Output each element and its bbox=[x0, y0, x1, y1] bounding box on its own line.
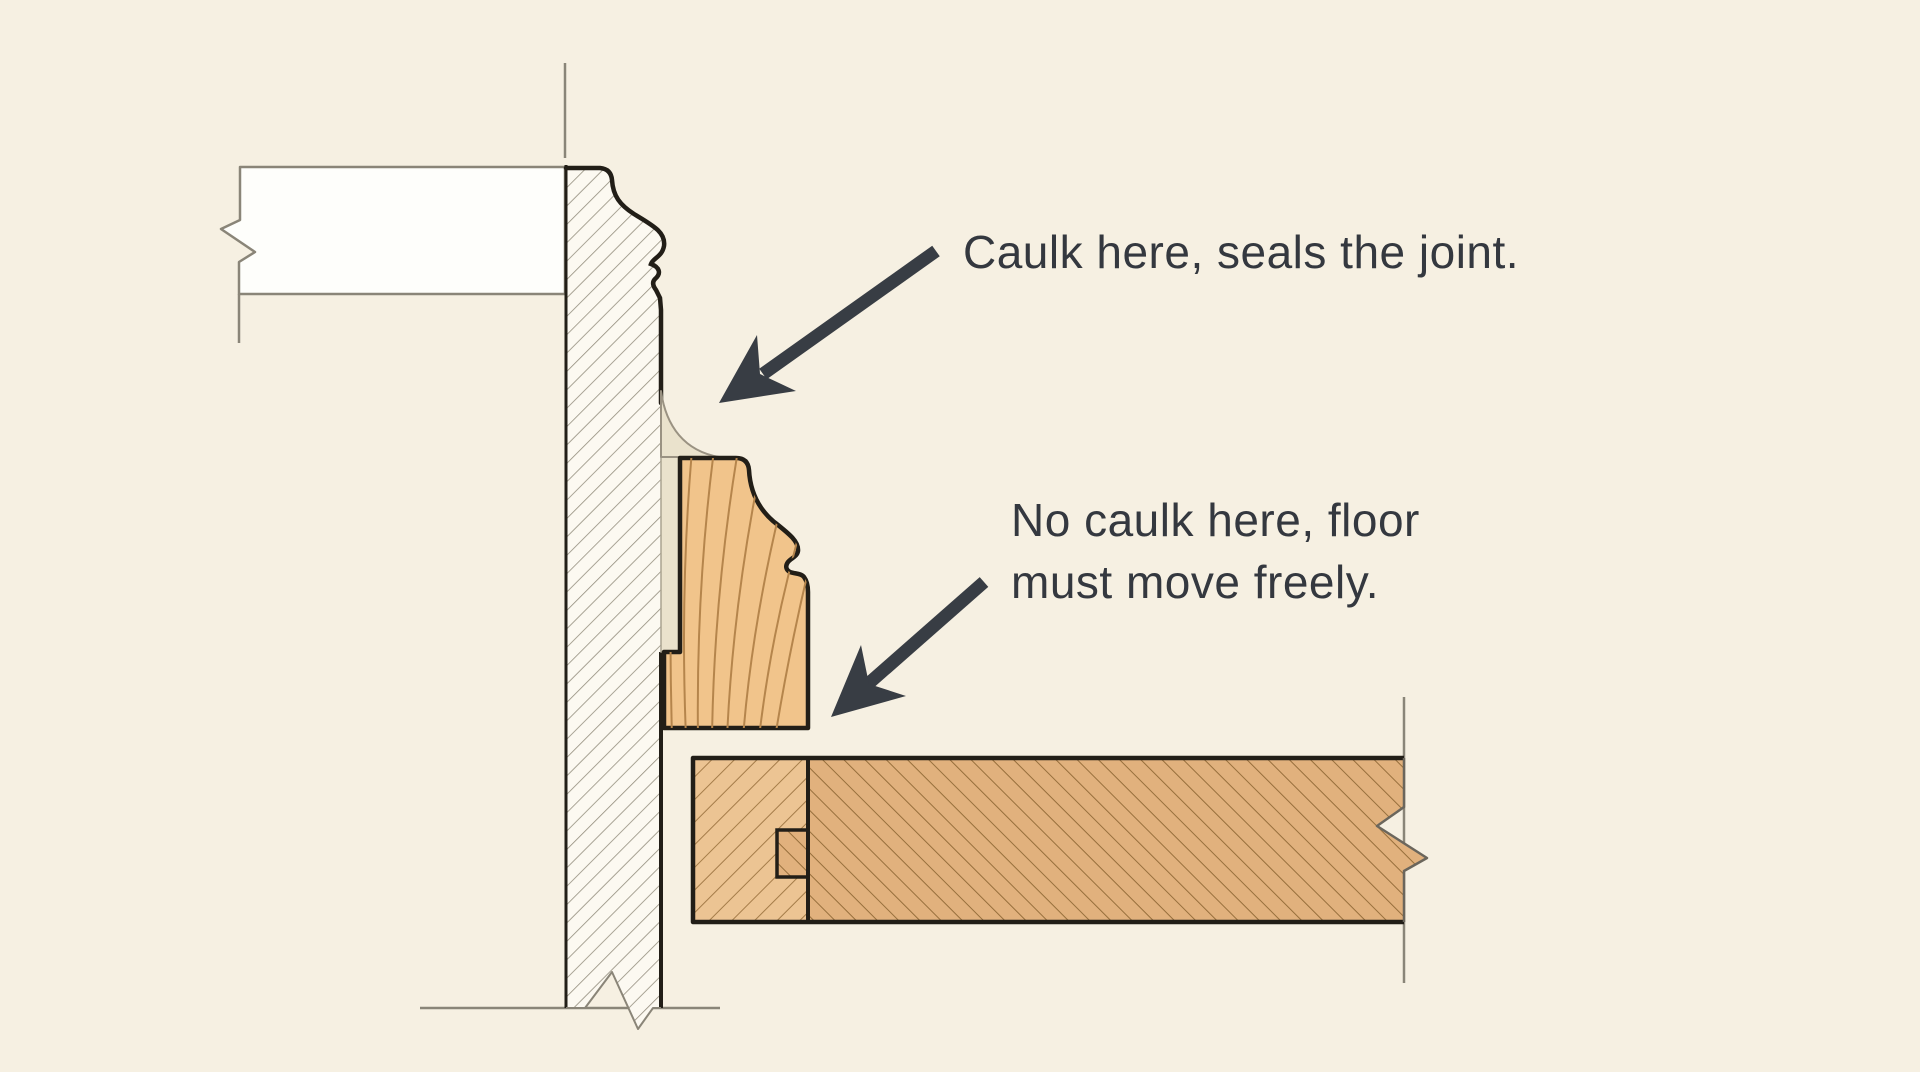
caulk-joint-strip bbox=[660, 456, 681, 653]
floor-break-line bbox=[1375, 758, 1429, 922]
caulk-arrowhead-icon bbox=[719, 335, 796, 403]
no-caulk-arrow-shaft bbox=[863, 577, 989, 689]
no-caulk-label-line1: No caulk here, floor bbox=[1011, 494, 1420, 546]
wall-section bbox=[219, 165, 567, 296]
no-caulk-label: No caulk here, floor must move freely. bbox=[1011, 489, 1420, 613]
caulk-arrow bbox=[719, 245, 940, 403]
caulk-label-text: Caulk here, seals the joint. bbox=[963, 226, 1520, 278]
baseboard-break-line bbox=[566, 971, 661, 1030]
tongue-and-groove-joint bbox=[775, 828, 808, 879]
baseboard-profile-edge bbox=[563, 165, 667, 406]
floor-board-left-edges bbox=[690, 755, 808, 925]
floor-board-left bbox=[693, 758, 808, 922]
no-caulk-label-line2: must move freely. bbox=[1011, 556, 1380, 608]
baseboard-section bbox=[566, 168, 665, 1029]
caulk-label: Caulk here, seals the joint. bbox=[963, 221, 1519, 283]
caulk-arrow-shaft bbox=[759, 245, 940, 380]
no-caulk-arrowhead-icon bbox=[831, 645, 906, 717]
floor-board-right bbox=[777, 758, 1427, 922]
no-caulk-arrow bbox=[831, 577, 989, 717]
